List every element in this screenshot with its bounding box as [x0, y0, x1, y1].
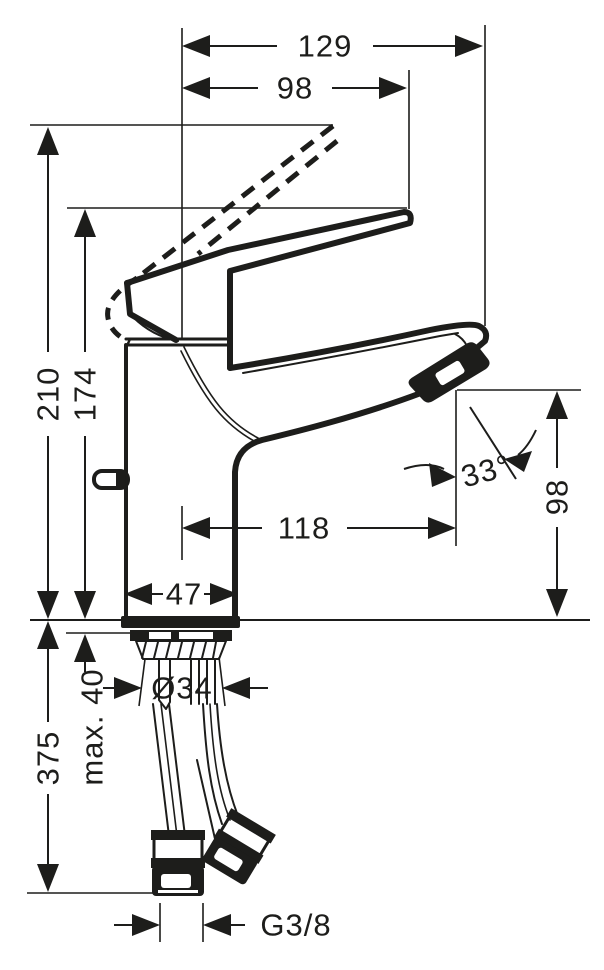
dim-lever-projection-label: 98 [277, 71, 313, 106]
dim-lever-height-label: 174 [68, 367, 103, 422]
faucet-lever [124, 209, 414, 371]
dimension-hole-diameter: Ø34 [103, 671, 268, 706]
mounting-nut [135, 640, 227, 660]
dimension-spout-angle: 33° [403, 406, 537, 495]
dim-outlet-height-label: 98 [540, 479, 575, 515]
dimension-body-width: 47 [124, 577, 238, 612]
dim-hose-length-label: 375 [31, 731, 66, 786]
lever-raised-dashed-outline [105, 124, 339, 345]
dim-total-height-label: 210 [31, 367, 66, 422]
threaded-shank [190, 658, 216, 705]
dimension-lever-height: 174 [68, 209, 103, 619]
aerator [408, 342, 490, 403]
dimension-total-height: 210 [31, 127, 66, 619]
extension-lines [27, 25, 590, 942]
dimension-total-projection: 129 [182, 29, 483, 64]
faucet-outline [92, 209, 490, 896]
dim-total-projection-label: 129 [298, 29, 353, 64]
dimension-lever-projection: 98 [182, 71, 407, 106]
dimension-max-counter-thickness: max. 40 [74, 634, 110, 786]
dimension-hose-length: 375 [31, 621, 66, 892]
mounting-hardware [121, 616, 240, 710]
dimension-spout-reach: 118 [182, 511, 456, 546]
dim-hole-diameter-label: Ø34 [151, 671, 213, 706]
pop-up-knob [92, 469, 130, 490]
supply-hoses [151, 703, 276, 896]
dim-spout-angle-label: 33° [457, 448, 514, 495]
dimension-connection-thread: G3/8 [114, 908, 331, 943]
dim-spout-reach-label: 118 [278, 511, 330, 546]
base-plate [121, 616, 240, 628]
dim-body-width-label: 47 [166, 577, 202, 612]
hose-connector-left [151, 830, 205, 896]
faucet-spout [227, 321, 490, 620]
dimension-outlet-height: 98 [540, 391, 575, 617]
faucet-body [92, 343, 259, 619]
hose-connector-right [202, 808, 276, 885]
mounting-stud [158, 658, 171, 710]
dim-connection-thread-label: G3/8 [260, 908, 331, 943]
dim-max-counter-thickness-label: max. 40 [75, 668, 110, 785]
